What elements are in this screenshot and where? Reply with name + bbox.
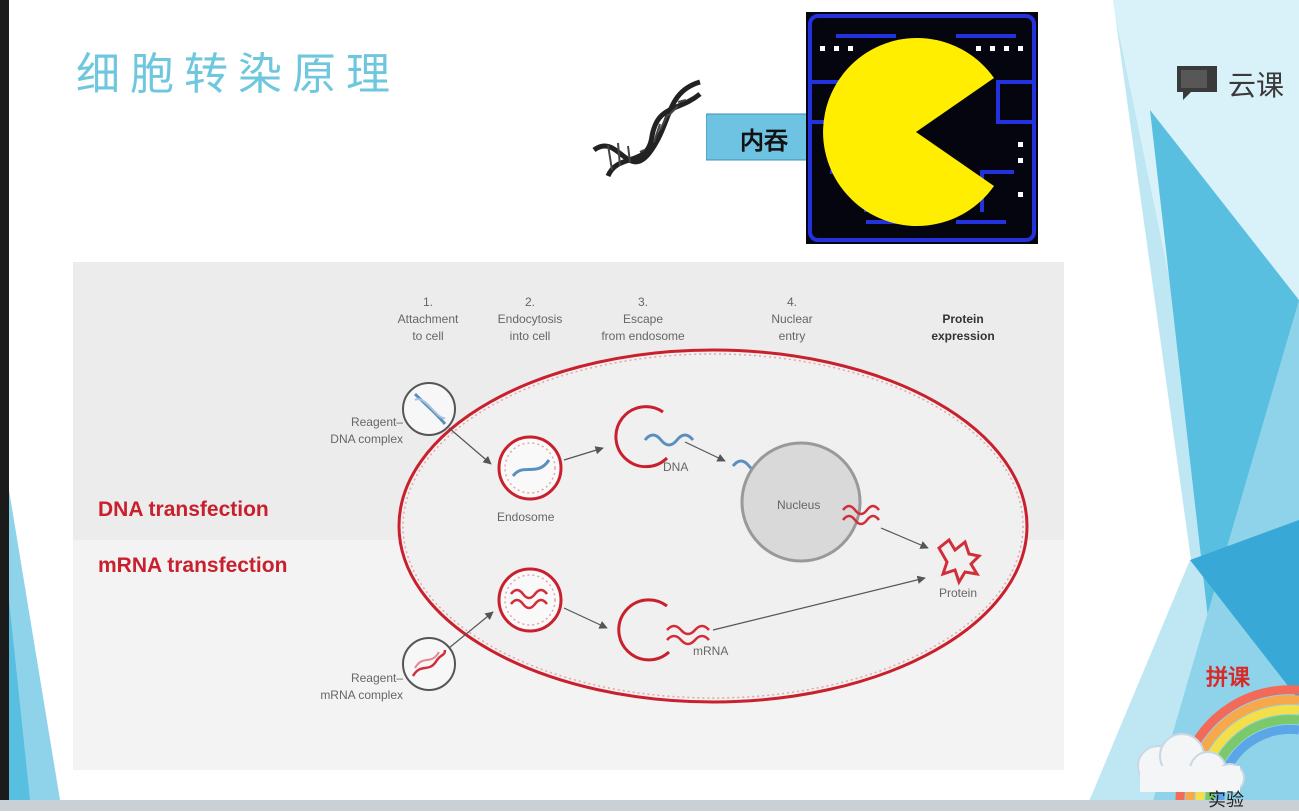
step-number: 4. [786, 295, 797, 309]
transfection-diagram: 1. Attachment to cell 2. Endocytosis int… [73, 262, 1064, 770]
dna-helix-icon [592, 79, 702, 178]
promo-text: 拼课 [1206, 666, 1251, 691]
pacman-icon [806, 12, 1038, 244]
endosome-label: Endosome [497, 510, 555, 524]
promo-text-2: 实验 [1208, 790, 1244, 811]
transfection-graphics [397, 348, 1029, 704]
screen-left-edge [0, 0, 9, 811]
open-endosome-mrna [617, 598, 671, 662]
step-number: 1. [422, 295, 433, 309]
nucleus [740, 441, 862, 563]
step-text: into cell [509, 329, 551, 343]
label-line: DNA complex [330, 432, 403, 446]
protein-label: Protein [939, 586, 978, 600]
endosome-dna [497, 435, 563, 501]
endosome-mrna [497, 567, 563, 633]
reagent-mrna-label: Reagent– mRNA complex [307, 670, 403, 704]
open-endosome-dna [614, 405, 669, 469]
dna-transfection-label: DNA transfection [98, 498, 269, 521]
step-header-1: 1. Attachment to cell [378, 294, 478, 345]
label-line: Reagent– [350, 415, 403, 429]
screen-bottom-strip [0, 800, 1299, 811]
step-text: Escape [622, 312, 664, 326]
step-text: Attachment [397, 312, 459, 326]
step-text: Nuclear [771, 312, 813, 326]
mrna-transfection-label: mRNA transfection [98, 554, 288, 577]
step-header-3: 3. Escape from endosome [584, 294, 702, 345]
mrna-label: mRNA [693, 644, 729, 658]
step-number: 3. [637, 295, 648, 309]
step-number: 2. [524, 295, 535, 309]
step-text: entry [778, 329, 806, 343]
nucleus-label: Nucleus [777, 498, 821, 512]
label-line: Reagent– [350, 671, 403, 685]
chat-bubble-icon [1177, 66, 1217, 100]
protein-glyph [937, 537, 983, 586]
step-text: Endocytosis [497, 312, 563, 326]
step-text: Protein [942, 312, 984, 326]
brand-logo-text: 云课 [1228, 69, 1285, 102]
reagent-dna-complex [402, 382, 456, 436]
step-text: expression [931, 329, 995, 343]
label-line: mRNA complex [320, 688, 403, 702]
reagent-dna-label: Reagent– DNA complex [317, 414, 403, 448]
arrow-label: 内吞 [740, 126, 788, 155]
slide-title: 细胞转染原理 [76, 49, 400, 100]
rainbow-icon [1137, 685, 1299, 800]
reagent-mrna-complex [402, 637, 456, 691]
step-header-4: 4. Nuclear entry [742, 294, 842, 345]
step-text: from endosome [601, 329, 685, 343]
step-header-5: Protein expression [913, 311, 1013, 345]
dna-label: DNA [663, 460, 689, 474]
step-header-2: 2. Endocytosis into cell [480, 294, 580, 345]
step-text: to cell [412, 329, 444, 343]
